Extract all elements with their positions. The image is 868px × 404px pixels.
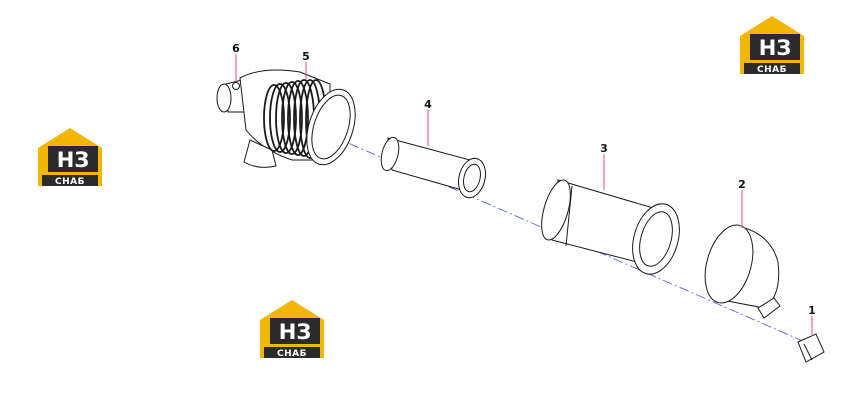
logo-badge-bg: [270, 318, 320, 344]
callout-3: 3: [600, 142, 608, 155]
callout-4: 4: [424, 98, 432, 111]
logo-sub-text: СНАБ: [277, 349, 307, 359]
housing-fitting: [232, 82, 240, 90]
logo-badge-bg: [750, 34, 800, 60]
callout-5: 5: [302, 50, 310, 63]
inner-element-open-end-inner: [463, 163, 481, 193]
logo-sub-text: СНАБ: [55, 177, 85, 187]
logo-main-text: НЗ: [279, 320, 312, 344]
housing-mount-foot: [243, 139, 277, 168]
housing-outlet-inner: [311, 94, 351, 160]
part-inner-element: [380, 136, 487, 199]
part-main-element: [541, 179, 680, 275]
brand-logo-bottom: НЗ СНАБ: [260, 300, 324, 359]
part-cover: [704, 224, 781, 319]
valve-body: [797, 333, 825, 363]
leader-lines: [235, 54, 813, 336]
brand-logo-top-right: НЗ СНАБ: [740, 16, 804, 75]
cover-rim: [704, 224, 754, 304]
inner-element-open-end: [457, 157, 487, 199]
brand-logo-left: НЗ СНАБ: [38, 128, 102, 187]
callout-1: 1: [808, 304, 816, 317]
logo-sub-bg: [744, 63, 800, 74]
logo-sub-bg: [42, 175, 98, 186]
main-element-seam: [565, 185, 573, 247]
logo-main-text: НЗ: [57, 148, 90, 172]
main-element-front-inner: [639, 211, 673, 267]
housing-outlet-ring: [306, 88, 356, 166]
logo-badge-bg: [48, 146, 98, 172]
logo-sub-text: СНАБ: [757, 65, 787, 75]
main-element-front-end: [632, 203, 680, 275]
housing-inlet-opening: [216, 83, 232, 113]
valve-edge: [803, 343, 813, 361]
callout-2: 2: [738, 178, 746, 191]
logo-main-text: НЗ: [759, 36, 792, 60]
callout-6: 6: [232, 42, 240, 55]
logo-sub-bg: [264, 347, 320, 358]
part-valve: [797, 333, 825, 363]
inner-element-end-cap: [380, 136, 400, 172]
cover-outlet-nozzle: [757, 297, 781, 319]
part-housing: [216, 69, 356, 168]
main-element-back-end: [541, 179, 571, 241]
